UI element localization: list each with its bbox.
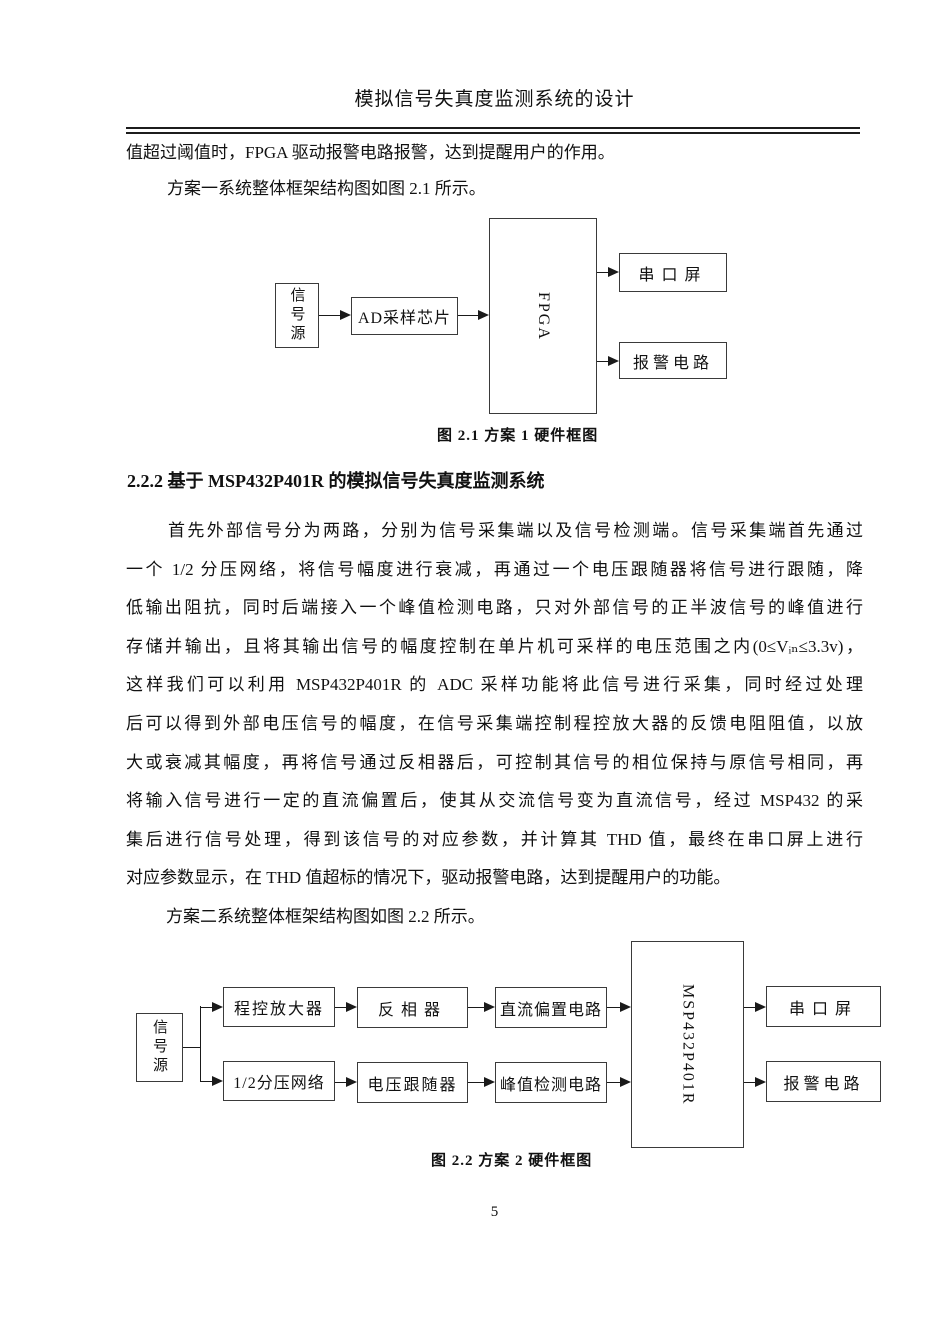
fig2-arrow-head-icon: [346, 1002, 357, 1012]
fig1-connector-line: [597, 360, 609, 363]
fig2-arrow-head-icon: [620, 1077, 631, 1087]
paragraph-line: 低输出阻抗，同时后端接入一个峰值检测电路，只对外部信号的正半波信号的峰值进行: [126, 598, 863, 618]
fig2-arrow-head-icon: [755, 1002, 766, 1012]
fig2-box-half-divider-network: 1/2分压网络: [223, 1061, 335, 1101]
fig1-box-ad-sampling-chip: AD采样芯片: [351, 297, 458, 335]
fig2-box-programmable-amplifier: 程控放大器: [223, 987, 335, 1027]
fig2-connector-line: [744, 1081, 756, 1084]
fig1-arrow-head-icon: [608, 267, 619, 277]
fig2-arrow-head-icon: [620, 1002, 631, 1012]
paragraph-line: 将输入信号进行一定的直流偏置后，使其从交流信号变为直流信号，经过 MSP432 …: [126, 791, 863, 811]
fig1-arrow-head-icon: [608, 356, 619, 366]
paragraph-line: 大或衰减其幅度，再将信号通过反相器后，可控制其信号的相位保持与原信号相同，再: [126, 752, 863, 772]
fig1-connector-line: [458, 314, 479, 317]
fig2-box-inverter: 反相器: [357, 987, 468, 1028]
paragraph-line: 集后进行信号处理，得到该信号的对应参数，并计算其 THD 值，最终在串口屏上进行: [126, 829, 863, 849]
fig2-connector-line: [335, 1081, 347, 1084]
paragraph-line: 存储并输出，且将其输出信号的幅度控制在单片机可采样的电压范围之内(0≤Vᵢₙ≤3…: [126, 636, 863, 656]
body-line-threshold: 值超过阈值时，FPGA 驱动报警电路报警，达到提醒用户的作用。: [126, 143, 615, 162]
fig2-connector-line: [200, 1006, 213, 1009]
fig2-connector-line: [468, 1006, 485, 1009]
fig2-arrow-head-icon: [755, 1077, 766, 1087]
header-divider-rule: [126, 127, 860, 134]
fig2-arrow-head-icon: [484, 1002, 495, 1012]
fig2-connector-line: [183, 1046, 201, 1049]
fig1-box-fpga: FPGA: [489, 218, 597, 414]
fig2-box-signal-source: 信号源: [136, 1013, 183, 1082]
fig1-box-alarm-circuit: 报警电路: [619, 342, 727, 379]
fig2-connector-line: [200, 1080, 213, 1083]
fig2-connector-line: [335, 1006, 347, 1009]
fig2-arrow-head-icon: [212, 1002, 223, 1012]
fig1-connector-line: [319, 314, 341, 317]
fig2-box-alarm-circuit: 报警电路: [766, 1061, 881, 1102]
fig2-connector-line: [607, 1081, 621, 1084]
fig1-arrow-head-icon: [478, 310, 489, 320]
figure-2-2-caption: 图 2.2 方案 2 硬件框图: [431, 1153, 593, 1169]
paragraph-line: 后可以得到外部电压信号的幅度，在信号采集端控制程控放大器的反馈电阻阻值，以放: [126, 713, 863, 733]
fig2-arrow-head-icon: [484, 1077, 495, 1087]
page-number: 5: [490, 1204, 499, 1220]
main-paragraph: 首先外部信号分为两路，分别为信号采集端以及信号检测端。信号采集端首先通过 一个 …: [126, 512, 863, 937]
figure-2-1-caption: 图 2.1 方案 1 硬件框图: [437, 428, 599, 444]
fig1-arrow-head-icon: [340, 310, 351, 320]
paragraph-line: 首先外部信号分为两路，分别为信号采集端以及信号检测端。信号采集端首先通过: [168, 521, 863, 540]
fig1-connector-line: [597, 271, 609, 274]
paragraph-line: 这样我们可以利用 MSP432P401R 的 ADC 采样功能将此信号进行采集，…: [126, 675, 863, 695]
fig2-connector-line: [468, 1081, 485, 1084]
page-header-title: 模拟信号失真度监测系统的设计: [354, 89, 635, 110]
section-heading-2-2-2: 2.2.2 基于 MSP432P401R 的模拟信号失真度监测系统: [127, 471, 545, 491]
fig2-box-peak-detect-circuit: 峰值检测电路: [495, 1062, 607, 1103]
fig1-box-signal-source: 信号源: [275, 283, 319, 348]
fig2-connector-line: [744, 1006, 756, 1009]
body-line-scheme2-intro: 方案二系统整体框架结构图如图 2.2 所示。: [166, 906, 485, 926]
body-line-scheme1-intro: 方案一系统整体框架结构图如图 2.1 所示。: [167, 179, 486, 198]
fig2-arrow-head-icon: [346, 1077, 357, 1087]
fig2-connector-line: [607, 1006, 621, 1009]
fig2-arrow-head-icon: [212, 1076, 223, 1086]
fig1-box-serial-screen: 串口屏: [619, 253, 727, 292]
fig2-box-msp432p401r: MSP432P401R: [631, 941, 744, 1148]
fig2-box-dc-offset-circuit: 直流偏置电路: [495, 987, 607, 1028]
fig2-box-serial-screen: 串口屏: [766, 986, 881, 1027]
fig2-box-voltage-follower: 电压跟随器: [357, 1062, 468, 1103]
fig2-branch-line: [199, 1006, 202, 1082]
paragraph-line: 一个 1/2 分压网络，将信号幅度进行衰减，再通过一个电压跟随器将信号进行跟随，…: [126, 559, 863, 579]
paragraph-line: 对应参数显示，在 THD 值超标的情况下，驱动报警电路，达到提醒用户的功能。: [126, 868, 731, 888]
